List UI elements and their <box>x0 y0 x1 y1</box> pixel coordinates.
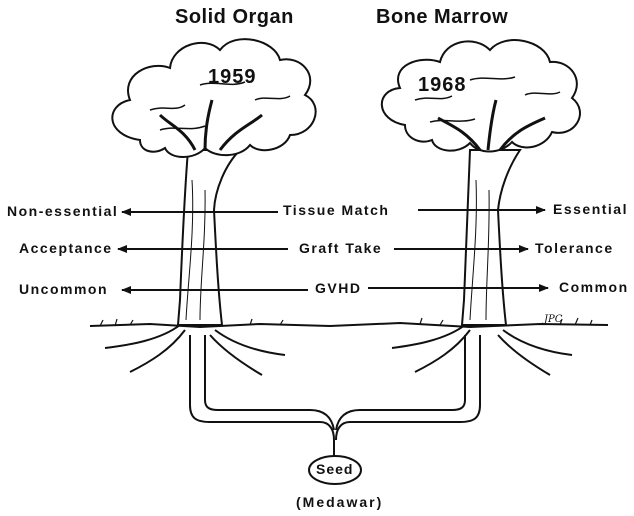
tissue-match-center-label: Tissue Match <box>280 202 392 218</box>
root-connector <box>190 335 480 462</box>
tissue-match-left-label: Non-essential <box>4 203 121 219</box>
right-tree-trunk <box>462 150 520 325</box>
right-tree-roots <box>392 325 572 375</box>
title-bone-marrow: Bone Marrow <box>376 6 508 29</box>
left-tree-year: 1959 <box>208 66 257 89</box>
title-solid-organ: Solid Organ <box>175 6 294 29</box>
graft-take-center-label: Graft Take <box>296 240 385 256</box>
graft-take-left-label: Acceptance <box>16 240 116 256</box>
right-tree-canopy <box>382 40 580 151</box>
ground-line <box>90 323 608 327</box>
artist-signature: JPC <box>544 314 562 325</box>
right-tree-year: 1968 <box>418 74 467 97</box>
left-tree-roots <box>105 325 285 375</box>
gvhd-left-label: Uncommon <box>16 281 111 297</box>
seed-label: Seed <box>316 461 353 477</box>
medawar-credit: (Medawar) <box>296 494 383 510</box>
graft-take-right-label: Tolerance <box>532 240 617 256</box>
gvhd-right-label: Common <box>556 279 632 295</box>
tissue-match-right-label: Essential <box>550 201 631 217</box>
gvhd-center-label: GVHD <box>312 280 364 296</box>
